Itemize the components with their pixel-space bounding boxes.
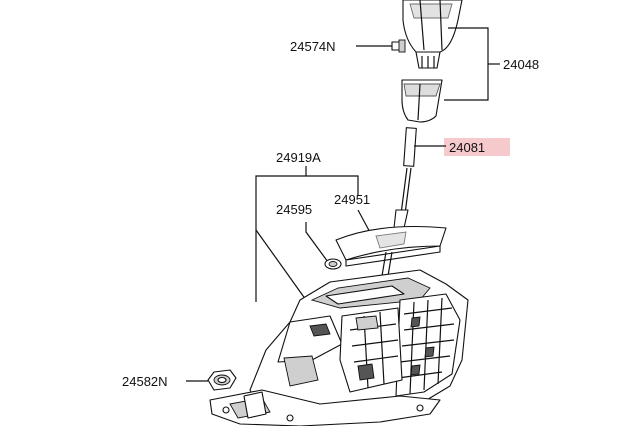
callout-24081: 24081 xyxy=(449,140,485,155)
screw xyxy=(391,39,406,53)
indicator-cover xyxy=(335,225,447,267)
callout-24574N: 24574N xyxy=(290,39,336,54)
shift-knob xyxy=(402,0,463,69)
callout-24919A: 24919A xyxy=(276,150,321,165)
leader-24919A-low xyxy=(255,229,307,301)
shift-rod xyxy=(393,127,417,229)
knob-boot xyxy=(401,79,443,123)
highlight-box-24081 xyxy=(444,138,510,156)
bracket-24919A xyxy=(255,175,359,302)
callout-24048: 24048 xyxy=(503,57,539,72)
shifter-base xyxy=(209,251,469,426)
leader-24595 xyxy=(305,222,329,263)
callout-24582N: 24582N xyxy=(122,374,168,389)
callout-24951: 24951 xyxy=(334,192,370,207)
flange-nut xyxy=(207,369,237,391)
small-clip xyxy=(324,258,342,270)
callout-24595: 24595 xyxy=(276,202,312,217)
